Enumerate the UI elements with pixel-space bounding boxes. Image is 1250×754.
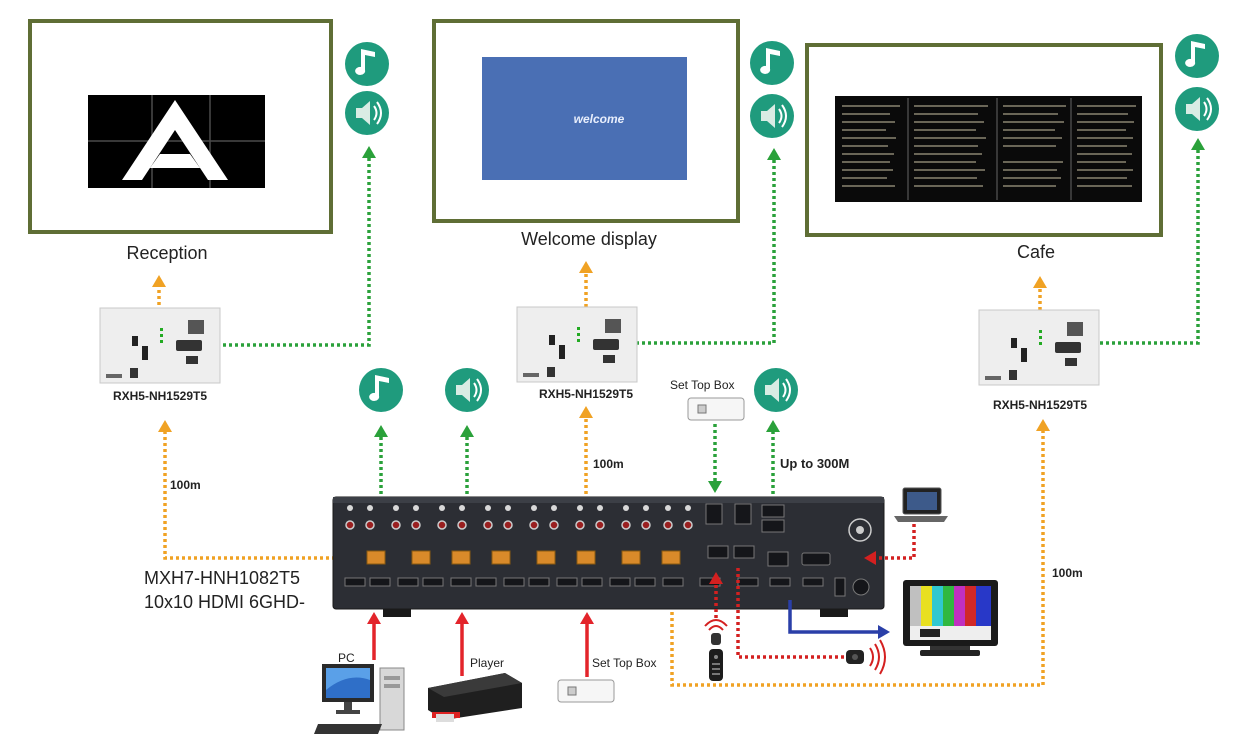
stb-label-bottom: Set Top Box — [592, 656, 657, 670]
laptop-icon — [894, 487, 948, 522]
source-label-pc: PC — [338, 651, 355, 665]
speaker-icon — [753, 367, 799, 413]
hdbaset-arrowheads — [152, 261, 1050, 432]
control-arrowheads — [709, 551, 876, 584]
zone-label-cafe: Cafe — [1017, 242, 1055, 262]
receiver-label-cafe: RXH5-NH1529T5 — [993, 398, 1087, 412]
matrix-model-label: MXH7-HNH1082T5 — [144, 568, 300, 588]
music-note-icon — [750, 41, 794, 85]
reception-display — [28, 19, 333, 234]
matrix-switcher — [332, 496, 885, 617]
input-links — [372, 624, 589, 677]
audio-arrowheads — [362, 138, 1205, 493]
media-player-icon — [428, 673, 522, 722]
receiver-reception — [99, 307, 221, 384]
matrix-description-label: 10x10 HDMI 6GHD- — [144, 592, 305, 612]
speaker-icon — [749, 93, 795, 139]
set-top-box-top — [687, 397, 745, 421]
stb-label-top: Set Top Box — [670, 378, 735, 392]
audio-links — [217, 150, 1200, 500]
distance-label-left: 100m — [170, 478, 201, 492]
distance-label-network: Up to 300M — [780, 456, 849, 471]
welcome-screen-text: welcome — [574, 112, 625, 126]
tv-monitor-icon — [903, 580, 998, 656]
receiver-label-reception: RXH5-NH1529T5 — [113, 389, 207, 403]
welcome-display: welcome — [432, 19, 740, 223]
speaker-icon — [344, 90, 390, 136]
music-note-icon — [359, 368, 403, 412]
zone-label-reception: Reception — [126, 243, 207, 263]
input-arrowheads — [367, 612, 594, 624]
distance-label-right: 100m — [1052, 566, 1083, 580]
set-top-box-bottom — [557, 679, 615, 703]
ir-emitter-icon — [704, 619, 728, 645]
source-label-player: Player — [470, 656, 504, 670]
zone-label-welcome: Welcome display — [521, 229, 657, 249]
hdbaset-links — [157, 273, 1045, 687]
receiver-label-welcome: RXH5-NH1529T5 — [539, 387, 633, 401]
receiver-welcome — [516, 306, 638, 383]
pc-icon — [314, 664, 405, 734]
music-note-icon — [1175, 34, 1219, 78]
receiver-cafe — [978, 309, 1100, 386]
hdmi-output-link — [788, 600, 878, 634]
remote-icon — [709, 649, 723, 681]
distance-label-middle: 100m — [593, 457, 624, 471]
speaker-icon — [444, 367, 490, 413]
menu-board — [842, 105, 1136, 187]
speaker-icon — [1174, 86, 1220, 132]
ir-sensor-icon — [846, 639, 886, 675]
music-note-icon — [345, 42, 389, 86]
logo-a-icon — [122, 100, 228, 180]
cafe-display — [805, 43, 1163, 237]
control-links — [714, 518, 916, 659]
